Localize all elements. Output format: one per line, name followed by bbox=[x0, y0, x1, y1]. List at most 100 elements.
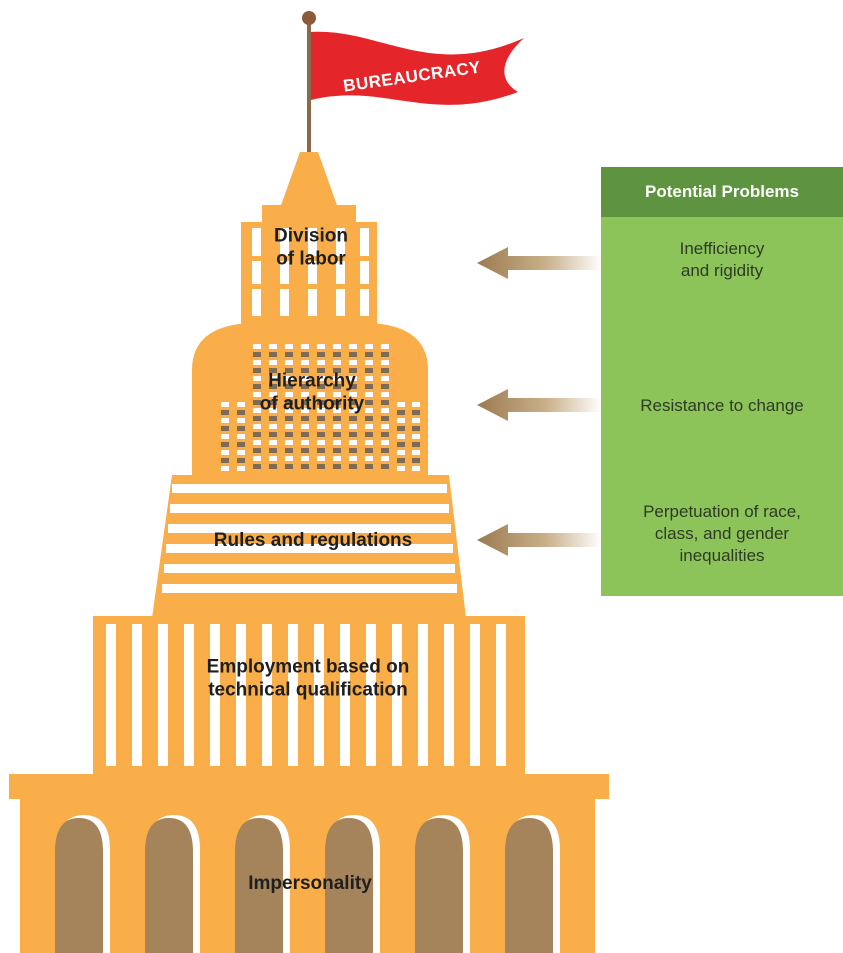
label-rules-and-regulations: Rules and regulations bbox=[214, 530, 412, 551]
dome-window bbox=[349, 344, 357, 349]
dome-window bbox=[317, 456, 325, 461]
dome-window bbox=[365, 392, 373, 397]
dome-window bbox=[301, 440, 309, 445]
dome-window bbox=[269, 424, 277, 429]
dome-window bbox=[317, 384, 325, 389]
dome-windows bbox=[221, 344, 420, 471]
dome-window bbox=[221, 402, 229, 407]
flag-banner bbox=[311, 31, 524, 105]
dome-window bbox=[333, 376, 341, 381]
dome-window bbox=[349, 400, 357, 405]
dome-window bbox=[301, 464, 309, 469]
dome-window bbox=[301, 408, 309, 413]
dome-window bbox=[269, 384, 277, 389]
dome-window bbox=[269, 464, 277, 469]
dome-window bbox=[285, 432, 293, 437]
dome-window bbox=[285, 384, 293, 389]
dome-window bbox=[333, 440, 341, 445]
dome-window bbox=[349, 376, 357, 381]
dome-window bbox=[301, 352, 309, 357]
dome-window bbox=[365, 440, 373, 445]
dome-window bbox=[237, 410, 245, 415]
dome-window bbox=[381, 464, 389, 469]
dome-window bbox=[285, 440, 293, 445]
arrow-perpetuation bbox=[477, 524, 602, 556]
dome-window bbox=[237, 466, 245, 471]
dome-window bbox=[253, 400, 261, 405]
dome-window bbox=[237, 418, 245, 423]
dome-window bbox=[317, 392, 325, 397]
dome-window bbox=[381, 376, 389, 381]
dome-window bbox=[317, 376, 325, 381]
dome-window bbox=[349, 456, 357, 461]
dome-window bbox=[269, 456, 277, 461]
dome-window bbox=[237, 402, 245, 407]
dome-window bbox=[317, 360, 325, 365]
dome-window bbox=[365, 384, 373, 389]
flag-pole bbox=[307, 20, 311, 155]
dome-window bbox=[221, 466, 229, 471]
dome-window bbox=[412, 434, 420, 439]
dome-window bbox=[365, 376, 373, 381]
dome-window bbox=[221, 450, 229, 455]
dome-window bbox=[365, 448, 373, 453]
dome-window bbox=[269, 392, 277, 397]
dome-window bbox=[381, 416, 389, 421]
arch bbox=[235, 815, 290, 953]
dome-window bbox=[269, 368, 277, 373]
dome-window bbox=[317, 408, 325, 413]
dome-window bbox=[412, 418, 420, 423]
arch bbox=[145, 815, 200, 953]
dome-window bbox=[317, 344, 325, 349]
dome-window bbox=[349, 384, 357, 389]
dome-window bbox=[349, 408, 357, 413]
dome-window bbox=[365, 456, 373, 461]
dome-window bbox=[349, 424, 357, 429]
dome-window bbox=[285, 408, 293, 413]
dome-window bbox=[333, 448, 341, 453]
dome-window bbox=[237, 442, 245, 447]
dome-window bbox=[381, 432, 389, 437]
dome-window bbox=[253, 376, 261, 381]
dome-window bbox=[381, 408, 389, 413]
dome-window bbox=[301, 432, 309, 437]
dome-window bbox=[397, 442, 405, 447]
dome-window bbox=[381, 424, 389, 429]
dome-window bbox=[397, 466, 405, 471]
dome-window bbox=[221, 434, 229, 439]
dome-window bbox=[285, 376, 293, 381]
dome-window bbox=[397, 434, 405, 439]
dome-window bbox=[333, 456, 341, 461]
dome-window bbox=[333, 416, 341, 421]
dome-window bbox=[412, 466, 420, 471]
dome-window bbox=[269, 448, 277, 453]
dome-window bbox=[301, 392, 309, 397]
dome-window bbox=[397, 426, 405, 431]
problem-perpetuation: Perpetuation of race, class, and gender … bbox=[643, 502, 801, 565]
dome-window bbox=[269, 432, 277, 437]
dome-window bbox=[349, 392, 357, 397]
dome-window bbox=[381, 400, 389, 405]
dome-window bbox=[412, 442, 420, 447]
arrows bbox=[477, 247, 602, 556]
dome-window bbox=[365, 360, 373, 365]
dome-window bbox=[397, 450, 405, 455]
dome-window bbox=[412, 450, 420, 455]
dome-window bbox=[333, 360, 341, 365]
dome-window bbox=[381, 352, 389, 357]
dome-window bbox=[397, 418, 405, 423]
dome-window bbox=[317, 400, 325, 405]
spire bbox=[280, 152, 338, 208]
flag-pole-finial bbox=[302, 11, 316, 25]
dome-window bbox=[365, 416, 373, 421]
dome-window bbox=[317, 440, 325, 445]
base-section bbox=[20, 797, 595, 953]
dome-window bbox=[349, 352, 357, 357]
dome-window bbox=[253, 360, 261, 365]
dome-window bbox=[301, 360, 309, 365]
dome-window bbox=[365, 424, 373, 429]
dome-window bbox=[285, 424, 293, 429]
dome-window bbox=[269, 352, 277, 357]
